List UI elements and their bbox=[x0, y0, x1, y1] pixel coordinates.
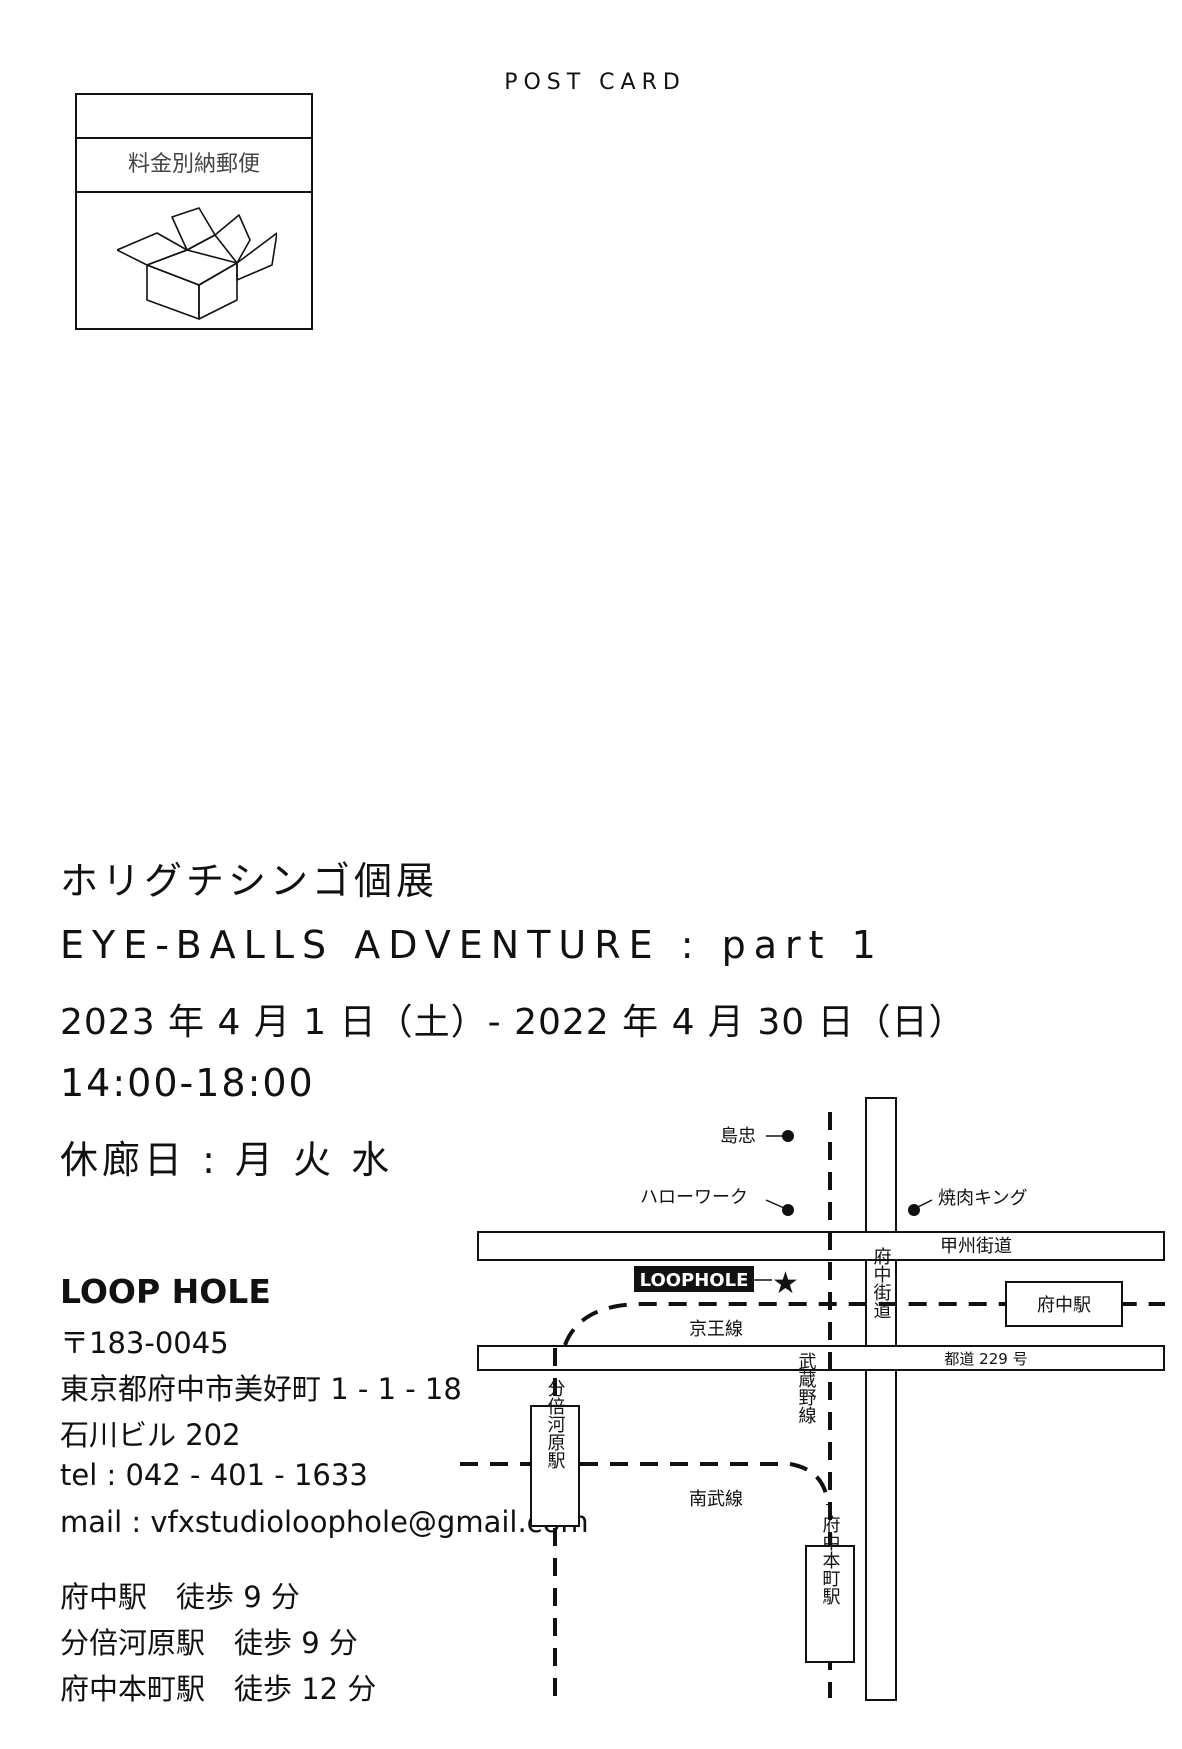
fuchu-hommachi-station-box bbox=[805, 1545, 855, 1663]
access-bubaigawara: 分倍河原駅 徒歩 9 分 bbox=[60, 1626, 358, 1660]
fuchu-kaido-label: 府中街道 bbox=[871, 1247, 892, 1319]
stamp-top-row bbox=[77, 95, 311, 139]
bubaigawara-station-label: 分倍河原駅 bbox=[545, 1379, 566, 1470]
yakiniku-king-dot bbox=[908, 1204, 920, 1216]
hello-work-dot bbox=[782, 1204, 794, 1216]
venue-building: 石川ビル 202 bbox=[60, 1418, 241, 1452]
loophole-marker-bg bbox=[634, 1266, 754, 1292]
venue-mail: mail : vfxstudioloophole@gmail.com bbox=[60, 1505, 589, 1539]
route-229-label: 都道 229 号 bbox=[944, 1350, 1027, 1368]
bubaigawara-station-box bbox=[530, 1405, 580, 1527]
exhibition-title: ホリグチシンゴ個展 bbox=[60, 859, 439, 903]
access-fuchu-hommachi: 府中本町駅 徒歩 12 分 bbox=[60, 1672, 377, 1706]
postcard-header: POST CARD bbox=[504, 70, 686, 95]
koshu-kaido-label: 甲州街道 bbox=[940, 1236, 1012, 1257]
koshu-kaido-road bbox=[477, 1231, 1165, 1261]
venue-name: LOOP HOLE bbox=[60, 1272, 271, 1311]
musashino-line-label: 武蔵野線 bbox=[796, 1352, 817, 1424]
nambu-line-track bbox=[460, 1462, 830, 1506]
nambu-line-label: 南武線 bbox=[689, 1489, 743, 1510]
venue-address: 東京都府中市美好町 1 - 1 - 18 bbox=[60, 1372, 462, 1406]
stamp-label: 料金別納郵便 bbox=[77, 139, 311, 193]
keio-line-track bbox=[563, 1302, 1165, 1346]
fuchu-hommachi-station-label: 府中本町駅 bbox=[820, 1515, 841, 1606]
hello-work-label: ハローワーク bbox=[640, 1187, 748, 1208]
open-box-icon bbox=[117, 207, 277, 320]
venue-tel: tel : 042 - 401 - 1633 bbox=[60, 1458, 368, 1492]
closed-days: 休廊日 : 月 火 水 bbox=[60, 1138, 394, 1182]
access-fuchu: 府中駅 徒歩 9 分 bbox=[60, 1580, 300, 1614]
postage-stamp-box: 料金別納郵便 bbox=[75, 93, 313, 330]
exhibition-hours: 14:00-18:00 bbox=[60, 1061, 315, 1105]
loophole-star-icon: ★ bbox=[772, 1266, 799, 1301]
venue-zip: 〒183-0045 bbox=[60, 1326, 229, 1360]
route-229-road bbox=[477, 1345, 1165, 1371]
shimachu-dot bbox=[782, 1130, 794, 1142]
fuchu-station-label: 府中駅 bbox=[1037, 1295, 1091, 1316]
fuchu-station-box bbox=[1005, 1281, 1123, 1327]
exhibition-dates: 2023 年 4 月 1 日（土）- 2022 年 4 月 30 日（日） bbox=[60, 1002, 966, 1043]
keio-line-label: 京王線 bbox=[689, 1319, 743, 1340]
exhibition-name: EYE-BALLS ADVENTURE : part 1 bbox=[60, 923, 884, 967]
fuchu-kaido-road bbox=[865, 1097, 897, 1701]
yakiniku-king-label: 焼肉キング bbox=[938, 1188, 1027, 1209]
shimachu-label: 島忠 bbox=[720, 1126, 756, 1147]
loophole-marker: LOOPHOLE bbox=[640, 1270, 749, 1291]
